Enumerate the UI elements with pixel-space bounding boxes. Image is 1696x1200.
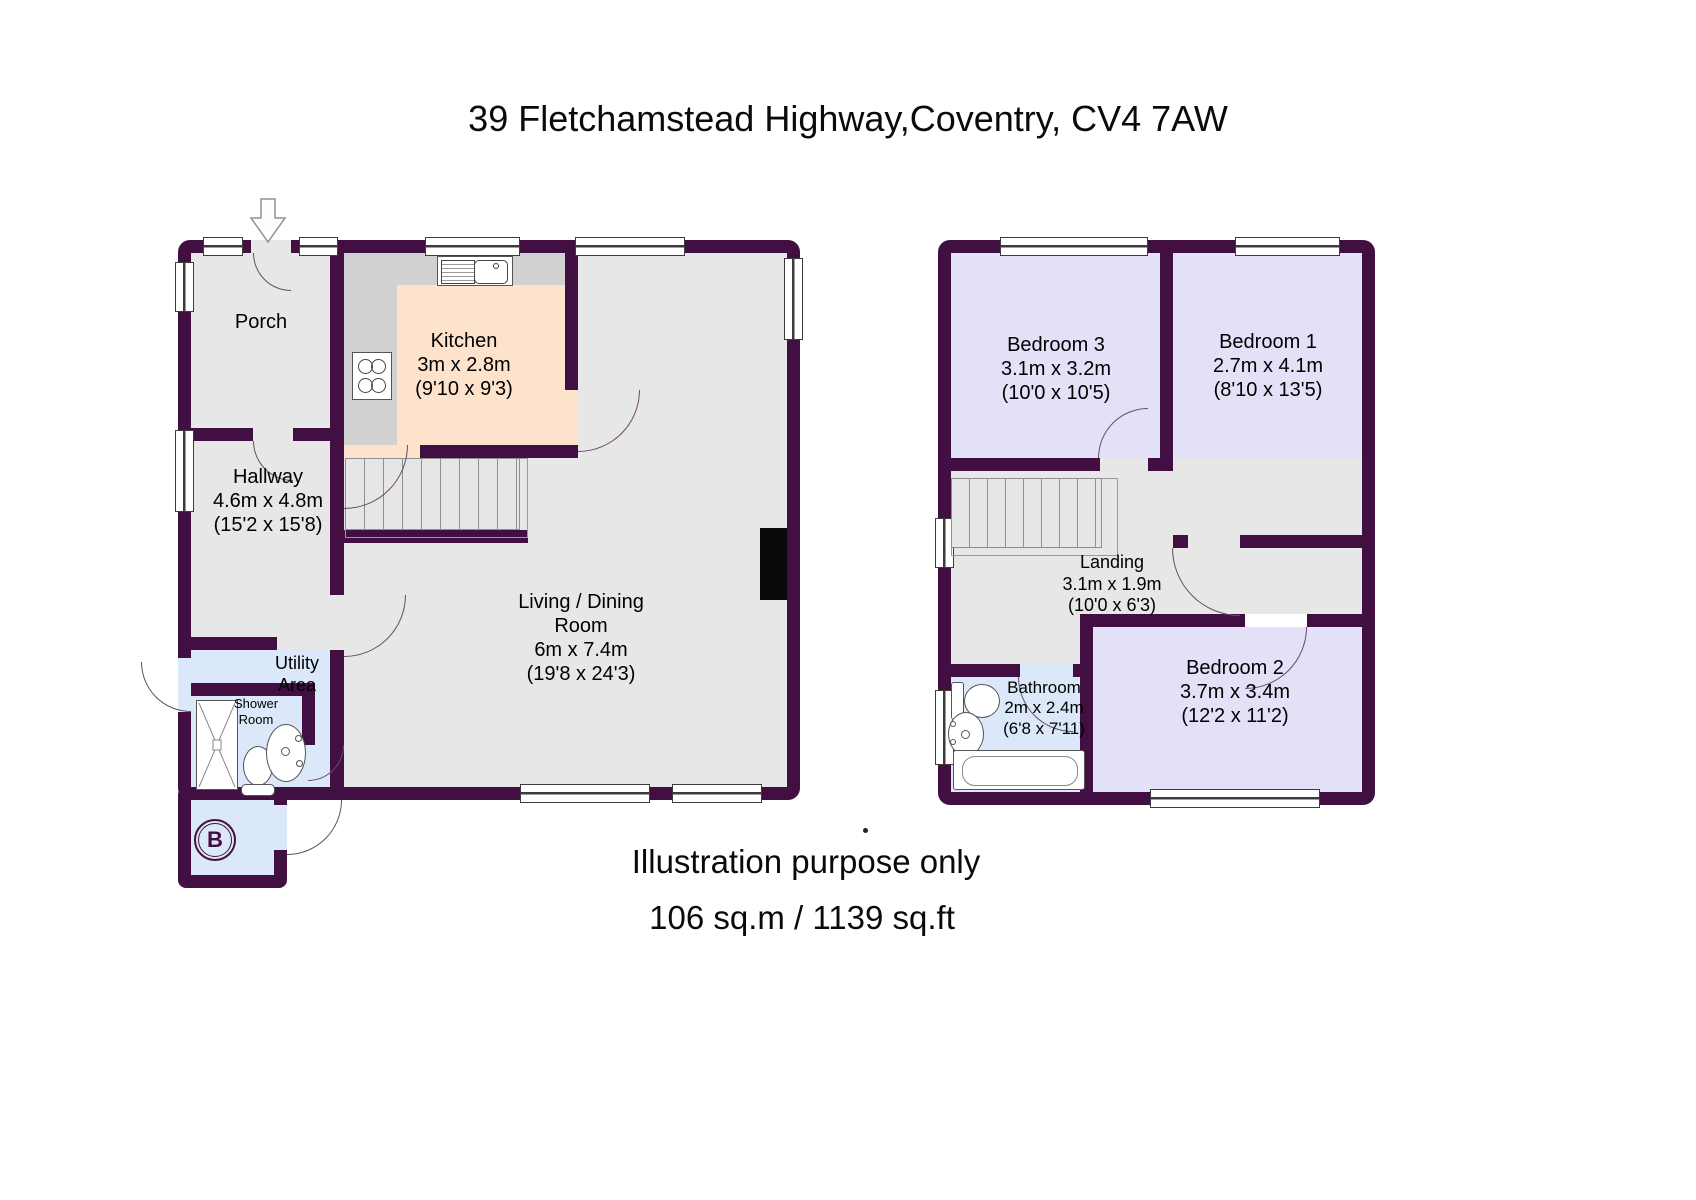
wall-shower-right [302,683,315,745]
utility-area-label: Utility Area [275,653,319,695]
bedroom3-label: Bedroom 3 3.1m x 3.2m (10'0 x 10'5) [1000,334,1112,404]
wall-kitchen-living [565,253,578,390]
wall-kitchen-bottom [420,445,578,458]
bedroom2-label: Bedroom 2 3.7m x 3.4m (12'2 x 11'2) [1179,657,1291,727]
kitchen-sink [437,256,513,286]
entrance-arrow-icon [249,198,287,244]
stray-dot [863,828,868,833]
window [203,237,243,256]
window [299,237,338,256]
window [672,784,762,803]
bedroom2-floor [1093,627,1362,792]
utility-side-door-arc [141,662,191,712]
entry-door-opening [251,240,291,253]
landing-pocket-floor [951,614,1080,664]
boiler-room-door-opening [274,805,287,850]
wall-bedroom2-top-left [1080,614,1245,627]
window [784,258,803,340]
wall-bedroom3-bottom [951,458,1100,471]
living-dining-label: Living / Dining Room 6m x 7.4m (19'8 x 2… [518,591,644,685]
bathroom-label: Bathroom 2m x 2.4m (6'8 x 7'11) [1003,678,1085,738]
boiler-icon: B [194,819,236,861]
bedroom1-label: Bedroom 1 2.7m x 4.1m (8'10 x 13'5) [1212,331,1324,401]
wall-bathroom-bedroom2 [1080,614,1093,792]
boiler-room-door-arc [287,800,342,855]
kitchen-hob [352,352,392,400]
wall-hallway-living [330,543,344,595]
window [175,262,194,312]
first-floor-stairs [951,478,1102,548]
toilet-base [241,784,275,796]
kitchen-doorway-right [565,390,578,445]
footer-area: 106 sq.m / 1139 sq.ft [649,899,955,936]
bathtub [953,750,1085,790]
wall-bedroom3-bedroom1 [1160,253,1173,458]
window [1000,237,1148,256]
hallway-label: Hallway 4.6m x 4.8m (15'2 x 15'8) [212,466,324,536]
shower-enclosure [196,700,238,790]
window [425,237,520,256]
page-title: 39 Fletchamstead Highway,Coventry, CV4 7… [468,98,1228,139]
kitchen-label: Kitchen 3m x 2.8m (9'10 x 9'3) [415,330,513,400]
window [175,430,194,512]
window [1235,237,1340,256]
wall-bedroom3-door-post [1148,458,1173,471]
wall-shower-top [191,683,302,696]
porch-label: Porch [234,311,288,333]
wall-bedroom1-bottom-stub [1173,535,1188,548]
wall-porch-kitchen [330,240,344,530]
basin [948,712,984,756]
wall-bathroom-top-right [1073,664,1093,677]
wall-bathroom-top-left [951,664,1020,677]
kitchen-floor [397,285,565,445]
chimney-breast [760,528,787,600]
wall-bedroom1-bottom [1240,535,1362,548]
basin [266,724,306,782]
window [575,237,685,256]
window [520,784,650,803]
landing-label: Landing 3.1m x 1.9m (10'0 x 6'3) [1062,552,1162,616]
wall-porch-hallway-right [293,428,330,441]
wall-porch-hallway-left [191,428,253,441]
wall-hallway-utility [191,637,277,650]
shower-room-label: Shower Room [233,696,279,727]
wall-under-stairs [330,530,528,543]
wall-bedroom2-top-right [1307,614,1362,627]
window [1150,789,1320,808]
footer-disclaimer: Illustration purpose only [631,843,981,880]
